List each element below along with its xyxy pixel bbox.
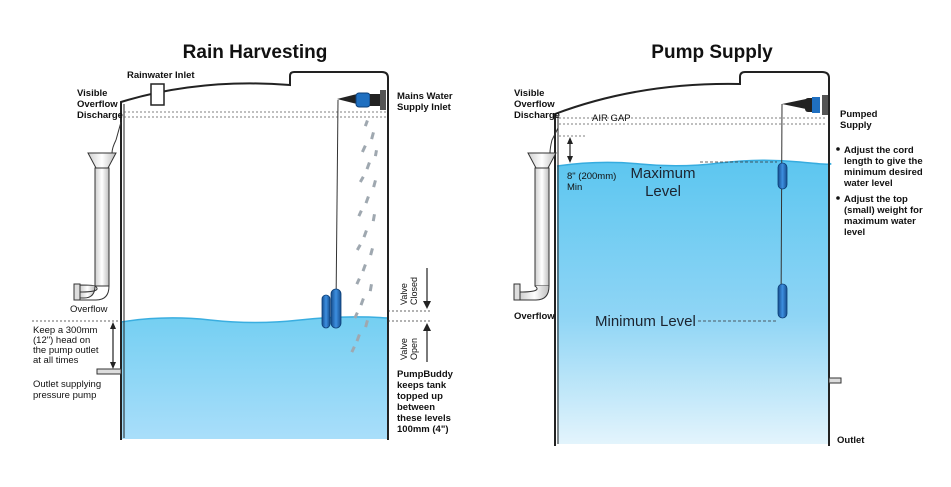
svg-text:Outlet supplying: Outlet supplying — [33, 379, 101, 390]
svg-text:Valve: Valve — [399, 283, 409, 305]
left-water — [121, 316, 388, 439]
air-gap-label: AIR GAP — [592, 113, 631, 124]
svg-text:Valve: Valve — [399, 338, 409, 360]
svg-text:maximum water: maximum water — [844, 216, 916, 227]
svg-text:water level: water level — [843, 178, 893, 189]
pumped-supply-valve — [780, 95, 828, 319]
left-float — [321, 288, 342, 329]
right-overflow-pipe — [513, 127, 559, 301]
valve-open-arrowhead — [423, 323, 431, 331]
svg-text:Level: Level — [645, 183, 681, 200]
right-water — [557, 160, 831, 444]
outlet-pump-label: Outlet supplying pressure pump — [33, 379, 101, 401]
svg-text:Supply Inlet: Supply Inlet — [397, 102, 452, 113]
head-note-label: Keep a 300mm (12") head on the pump outl… — [33, 325, 99, 366]
svg-text:PumpBuddy: PumpBuddy — [397, 369, 454, 380]
minimum-level-label: Minimum Level — [595, 313, 696, 330]
pump-outlet-pipe — [96, 368, 122, 375]
svg-text:100mm (4"): 100mm (4") — [397, 424, 449, 435]
adjust-notes: Adjust the cord length to give the minim… — [836, 145, 923, 238]
svg-text:Visible: Visible — [514, 88, 544, 99]
svg-text:(12") head on: (12") head on — [33, 335, 90, 346]
left-tank — [120, 71, 389, 440]
right-outlet-pipe — [828, 377, 842, 384]
pumpbuddy-note: PumpBuddy keeps tank topped up between t… — [397, 369, 454, 435]
pumped-supply-label: Pumped Supply — [840, 109, 878, 131]
right-visible-overflow-label: Visible Overflow Discharge — [514, 88, 560, 121]
svg-text:minimum desired: minimum desired — [844, 167, 923, 178]
left-overflow-pipe — [73, 121, 122, 301]
svg-text:Discharge: Discharge — [514, 110, 560, 121]
svg-text:keeps tank: keeps tank — [397, 380, 447, 391]
right-water-surface — [556, 159, 832, 167]
svg-text:at all times: at all times — [33, 355, 79, 366]
svg-text:Visible: Visible — [77, 88, 107, 99]
svg-text:Overflow: Overflow — [514, 99, 555, 110]
svg-text:Adjust the top: Adjust the top — [844, 194, 908, 205]
svg-text:Keep a 300mm: Keep a 300mm — [33, 325, 98, 336]
left-visible-overflow-label: Visible Overflow Discharge — [77, 88, 123, 121]
svg-text:Maximum: Maximum — [630, 165, 695, 182]
outlet-label: Outlet — [837, 435, 865, 446]
svg-text:Pumped: Pumped — [840, 109, 878, 120]
inlet-water-spray — [350, 120, 378, 353]
max-level-float — [777, 162, 788, 190]
left-overflow-label: Overflow — [70, 304, 108, 315]
left-title: Rain Harvesting — [183, 42, 328, 63]
svg-text:Closed: Closed — [409, 277, 419, 305]
min-gap-label: 8" (200mm) Min — [567, 171, 616, 193]
svg-text:the pump outlet: the pump outlet — [33, 345, 99, 356]
rainwater-inlet-label: Rainwater Inlet — [127, 70, 195, 81]
mains-float-valve — [335, 90, 386, 309]
svg-text:Overflow: Overflow — [77, 99, 118, 110]
svg-text:Min: Min — [567, 182, 582, 193]
svg-text:8" (200mm): 8" (200mm) — [567, 171, 616, 182]
svg-text:Discharge: Discharge — [77, 110, 123, 121]
svg-text:Open: Open — [409, 338, 419, 360]
right-overflow-label: Overflow — [514, 311, 555, 322]
valve-open-label: Valve Open — [399, 338, 419, 360]
svg-text:Mains Water: Mains Water — [397, 91, 453, 102]
min-gap-arrowheads — [567, 137, 573, 163]
maximum-level-label: Maximum Level — [630, 165, 695, 200]
mains-water-supply-label: Mains Water Supply Inlet — [397, 91, 453, 113]
min-level-float — [777, 283, 788, 319]
valve-closed-label: Valve Closed — [399, 277, 419, 305]
valve-closed-arrowhead — [423, 301, 431, 309]
rain-harvesting-diagram: Rain Harvesting Rainwater Inlet Visible … — [32, 42, 454, 440]
svg-text:Supply: Supply — [840, 120, 872, 131]
svg-text:topped up: topped up — [397, 391, 443, 402]
rainwater-inlet-box — [150, 83, 165, 106]
left-water-surface — [120, 316, 389, 324]
svg-text:between: between — [397, 402, 435, 413]
svg-text:level: level — [844, 227, 865, 238]
svg-text:Adjust the cord: Adjust the cord — [844, 145, 914, 156]
svg-text:length to give the: length to give the — [844, 156, 923, 167]
svg-text:pressure pump: pressure pump — [33, 390, 96, 401]
pump-supply-diagram: Pump Supply AIR GAP 8" (200mm) Min Visib… — [513, 42, 923, 446]
right-title: Pump Supply — [651, 42, 773, 63]
right-tank — [554, 71, 830, 446]
svg-text:(small) weight for: (small) weight for — [844, 205, 923, 216]
svg-text:these levels: these levels — [397, 413, 451, 424]
